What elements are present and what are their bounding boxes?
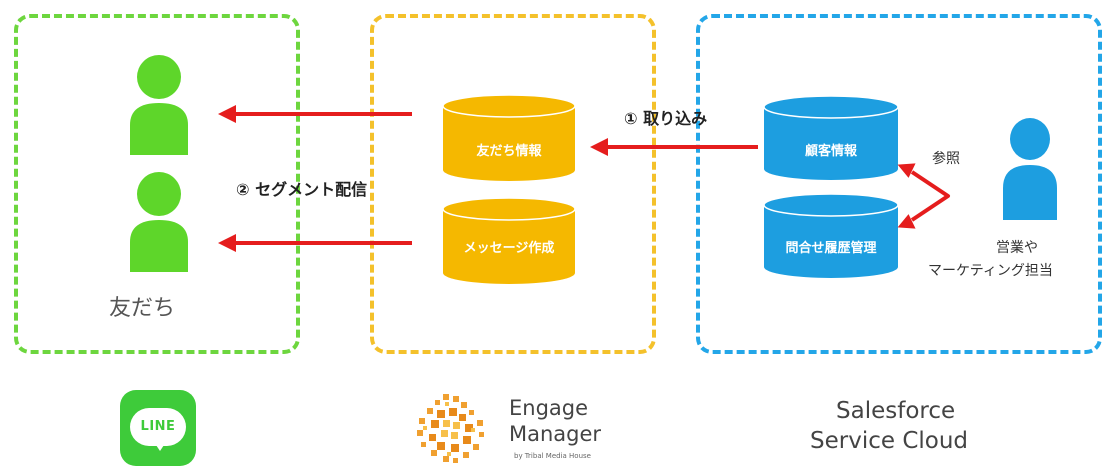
user-role-label-line2: マーケティング担当 [928, 263, 1053, 279]
engage-manager-logo-mosaic [417, 394, 484, 463]
engage-manager-panel [370, 14, 656, 354]
person-icon [130, 172, 188, 272]
user-role-label-line1: 営業や [996, 240, 1038, 256]
person-icon [130, 55, 188, 155]
engage-logo-line2: Manager [509, 422, 602, 446]
line-panel [14, 14, 300, 354]
database-cylinder-icon: 顧客情報 [763, 95, 899, 181]
salesforce-logo-line1: Salesforce [836, 398, 956, 424]
line-logo: LINE [120, 390, 196, 466]
import-label: ① 取り込み [624, 109, 708, 128]
db-message-create-label: メッセージ作成 [463, 241, 555, 256]
person-icon [1003, 118, 1057, 220]
db-customer-info-label: 顧客情報 [804, 144, 857, 159]
database-cylinder-icon: 問合せ履歴管理 [763, 193, 899, 279]
arrow-icon [218, 234, 412, 252]
salesforce-panel [696, 14, 1102, 354]
db-friends-info-label: 友だち情報 [476, 144, 542, 159]
engage-logo-line1: Engage [509, 396, 589, 420]
database-cylinder-icon: メッセージ作成 [442, 197, 576, 285]
reference-label: 参照 [932, 151, 960, 167]
engage-logo-byline: by Tribal Media House [514, 452, 591, 460]
db-inquiry-history-label: 問合せ履歴管理 [785, 241, 877, 256]
database-cylinder-icon: 友だち情報 [442, 94, 576, 182]
arrow-icon [897, 163, 950, 229]
arrow-icon [218, 105, 412, 123]
salesforce-logo-line2: Service Cloud [810, 428, 969, 454]
line-logo-text: LINE [140, 419, 176, 434]
segment-delivery-label: ② セグメント配信 [236, 180, 368, 199]
arrow-icon [590, 138, 758, 156]
friends-label: 友だち [109, 296, 176, 321]
